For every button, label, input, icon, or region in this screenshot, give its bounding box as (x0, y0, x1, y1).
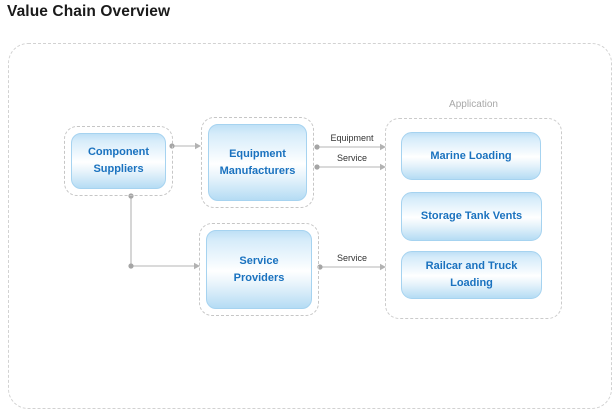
node-equipment-manufacturers: Equipment Manufacturers (201, 117, 314, 208)
node-storage-tank-vents: Storage Tank Vents (401, 192, 542, 241)
service-providers-label: Service Providers (233, 254, 285, 284)
node-component-suppliers: Component Suppliers (64, 126, 173, 196)
page-title: Value Chain Overview (7, 3, 171, 20)
node-service-providers: Service Providers (199, 223, 319, 316)
connector-label-service-bottom: Service (336, 253, 368, 263)
connector-arrowheads (194, 142, 386, 271)
component-suppliers-label: Component Suppliers (87, 146, 150, 175)
application-group-frame (385, 118, 562, 319)
application-group-label: Application (449, 99, 498, 110)
marine-loading-label: Marine Loading (430, 149, 512, 162)
connector-label-equipment: Equipment (330, 133, 374, 143)
service-providers-box: Service Providers (206, 230, 312, 309)
equipment-manufacturers-box: Equipment Manufacturers (208, 124, 307, 201)
connector-label-service-top: Service (336, 153, 368, 163)
node-railcar-truck-loading: Railcar and Truck Loading (401, 251, 542, 299)
storage-tank-vents-label: Storage Tank Vents (420, 210, 523, 222)
equipment-manufacturers-label: Equipment Manufacturers (219, 147, 296, 177)
diagram-frame (8, 43, 612, 409)
component-suppliers-box: Component Suppliers (71, 133, 166, 189)
railcar-truck-loading-label: Railcar and Truck Loading (425, 260, 518, 289)
node-marine-loading: Marine Loading (401, 132, 541, 180)
